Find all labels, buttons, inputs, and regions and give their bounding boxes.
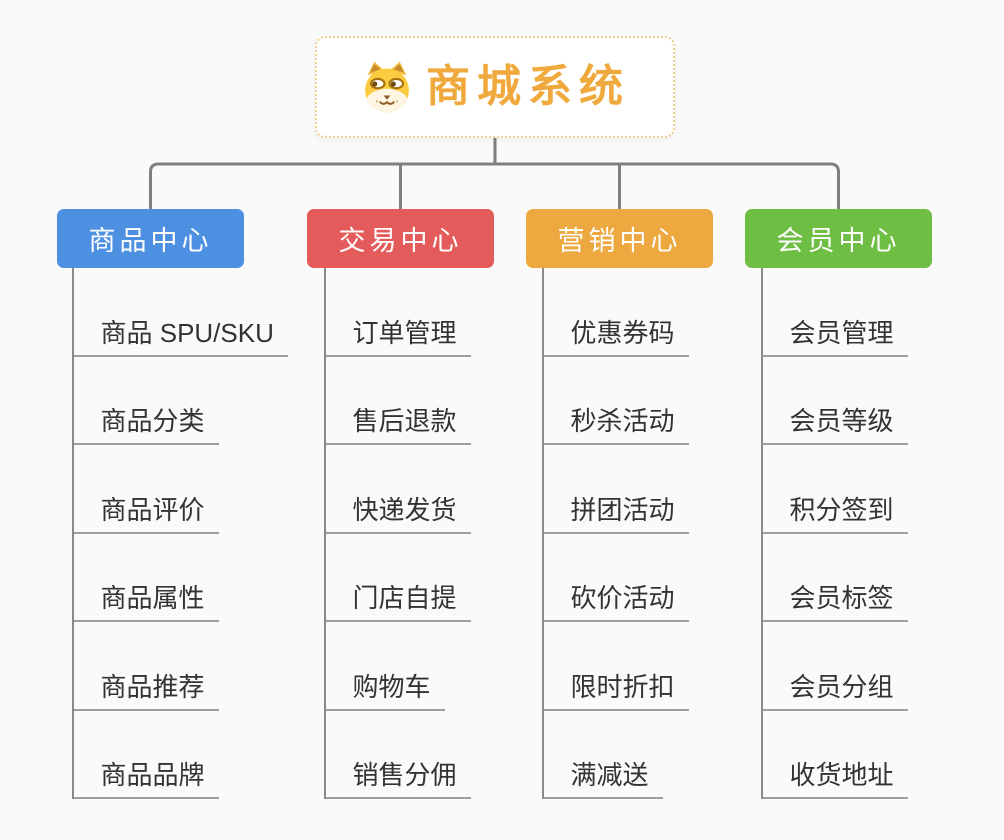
leaf-row: 快递发货 bbox=[325, 445, 561, 534]
leaf-item[interactable]: 收货地址 bbox=[762, 760, 908, 799]
leaf-item[interactable]: 秒杀活动 bbox=[543, 406, 689, 445]
root-node[interactable]: 商城系统 bbox=[315, 36, 675, 138]
branch-header-trade-center[interactable]: 交易中心 bbox=[307, 209, 494, 268]
branch-label: 会员中心 bbox=[776, 226, 901, 256]
leaf-row: 售后退款 bbox=[325, 357, 561, 445]
leaf-item[interactable]: 快递发货 bbox=[325, 495, 471, 534]
leaf-item[interactable]: 满减送 bbox=[543, 760, 663, 799]
leaf-row: 商品 SPU/SKU bbox=[73, 268, 309, 357]
root-title: 商城系统 bbox=[426, 62, 630, 111]
leaf-row: 积分签到 bbox=[762, 445, 998, 534]
leaf-row: 订单管理 bbox=[325, 268, 561, 357]
branch-label: 营销中心 bbox=[557, 226, 682, 256]
branch-header-marketing-center[interactable]: 营销中心 bbox=[526, 209, 713, 268]
leaf-item[interactable]: 优惠券码 bbox=[543, 318, 689, 357]
leaf-row: 商品品牌 bbox=[73, 711, 309, 799]
leaf-item[interactable]: 订单管理 bbox=[325, 318, 471, 357]
leaf-item[interactable]: 售后退款 bbox=[325, 406, 471, 445]
leaf-item[interactable]: 会员等级 bbox=[762, 406, 908, 445]
leaf-row: 商品评价 bbox=[73, 445, 309, 534]
leaf-row: 会员分组 bbox=[762, 622, 998, 711]
leaf-row: 会员等级 bbox=[762, 357, 998, 445]
leaf-item[interactable]: 积分签到 bbox=[762, 495, 908, 534]
leaf-row: 会员管理 bbox=[762, 268, 998, 357]
leaf-row: 商品推荐 bbox=[73, 622, 309, 711]
leaf-item[interactable]: 购物车 bbox=[325, 672, 445, 711]
leaf-item[interactable]: 门店自提 bbox=[325, 583, 471, 622]
dog-face-icon bbox=[365, 61, 409, 113]
leaf-item[interactable]: 拼团活动 bbox=[543, 495, 689, 534]
leaf-item[interactable]: 商品评价 bbox=[73, 495, 219, 534]
leaf-item[interactable]: 商品推荐 bbox=[73, 672, 219, 711]
branch-label: 交易中心 bbox=[338, 226, 463, 256]
leaf-item[interactable]: 会员管理 bbox=[762, 318, 908, 357]
leaf-column-trade: 订单管理 售后退款 快递发货 门店自提 购物车 销售分佣 bbox=[323, 268, 561, 799]
leaf-row: 优惠券码 bbox=[543, 268, 779, 357]
leaf-row: 购物车 bbox=[325, 622, 561, 711]
branch-header-product-center[interactable]: 商品中心 bbox=[57, 209, 244, 268]
leaf-row: 销售分佣 bbox=[325, 711, 561, 799]
leaf-item[interactable]: 商品品牌 bbox=[73, 760, 219, 799]
leaf-column-product: 商品 SPU/SKU 商品分类 商品评价 商品属性 商品推荐 商品品牌 bbox=[71, 268, 309, 799]
leaf-item[interactable]: 销售分佣 bbox=[325, 760, 471, 799]
leaf-row: 满减送 bbox=[543, 711, 779, 799]
leaf-item[interactable]: 商品分类 bbox=[73, 406, 219, 445]
leaf-item[interactable]: 商品 SPU/SKU bbox=[73, 318, 288, 357]
leaf-row: 门店自提 bbox=[325, 534, 561, 622]
branch-rail-line bbox=[149, 162, 840, 210]
leaf-item[interactable]: 会员标签 bbox=[762, 583, 908, 622]
leaf-row: 商品分类 bbox=[73, 357, 309, 445]
leaf-column-marketing: 优惠券码 秒杀活动 拼团活动 砍价活动 限时折扣 满减送 bbox=[541, 268, 779, 799]
leaf-row: 限时折扣 bbox=[543, 622, 779, 711]
leaf-row: 会员标签 bbox=[762, 534, 998, 622]
leaf-row: 砍价活动 bbox=[543, 534, 779, 622]
leaf-row: 商品属性 bbox=[73, 534, 309, 622]
leaf-item[interactable]: 限时折扣 bbox=[543, 672, 689, 711]
leaf-row: 收货地址 bbox=[762, 711, 998, 799]
leaf-item[interactable]: 会员分组 bbox=[762, 672, 908, 711]
branch-label: 商品中心 bbox=[88, 226, 213, 256]
leaf-item[interactable]: 商品属性 bbox=[73, 583, 219, 622]
leaf-item[interactable]: 砍价活动 bbox=[543, 583, 689, 622]
branch-header-member-center[interactable]: 会员中心 bbox=[745, 209, 932, 268]
leaf-column-member: 会员管理 会员等级 积分签到 会员标签 会员分组 收货地址 bbox=[760, 268, 998, 799]
leaf-row: 秒杀活动 bbox=[543, 357, 779, 445]
leaf-row: 拼团活动 bbox=[543, 445, 779, 534]
